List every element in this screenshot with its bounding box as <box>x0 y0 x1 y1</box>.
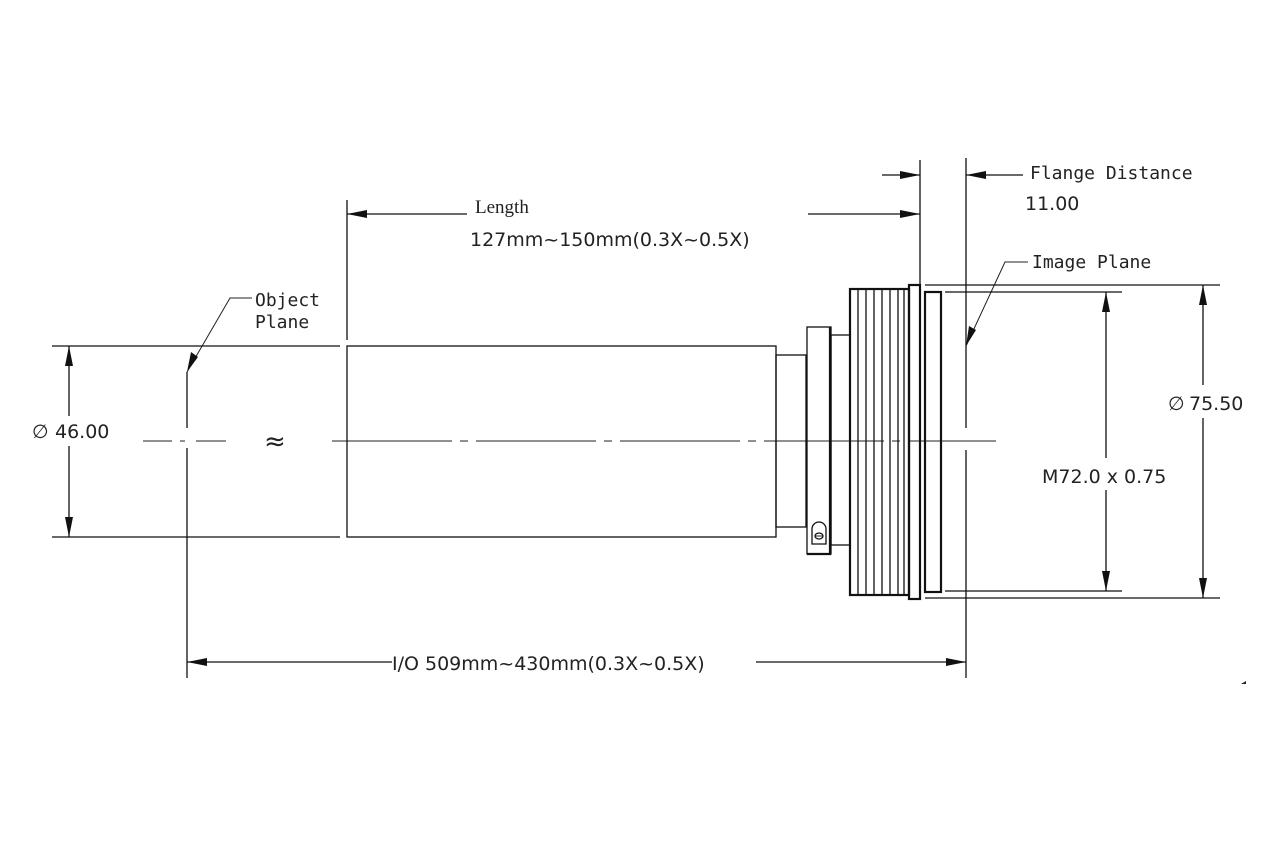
rear-ring <box>923 290 943 594</box>
object-plane: Object Plane <box>186 290 320 678</box>
thread-mount <box>848 283 943 601</box>
thread-spec-label: M72.0 x 0.75 <box>1042 466 1166 488</box>
lock-screw-icon <box>811 521 827 545</box>
arrow-right-icon <box>900 171 920 179</box>
io-distance-dimension: I/O 509mm~430mm(0.3X~0.5X) <box>187 653 966 675</box>
flange-ring <box>907 283 922 601</box>
diameter-46-dimension: ∅ 46.00 <box>32 345 340 538</box>
diameter-75-dimension: ∅ 75.50 <box>925 284 1243 599</box>
barrel-neck <box>775 354 807 528</box>
diameter-46-label: 46.00 <box>55 421 109 443</box>
arrow-right-icon <box>946 658 966 666</box>
leader-arrow-icon <box>187 352 198 372</box>
arrow-left-icon <box>187 658 207 666</box>
arrow-left-icon <box>347 210 367 218</box>
diameter-symbol: ∅ <box>1168 393 1185 415</box>
thread-dimension: M72.0 x 0.75 <box>945 291 1166 592</box>
stray-mark <box>1241 681 1246 684</box>
image-plane-label: Image Plane <box>1032 252 1151 273</box>
center-line: ≈ <box>143 427 996 457</box>
length-label: Length <box>475 197 529 218</box>
flange-distance-label: Flange Distance <box>1030 163 1193 184</box>
arrow-up-icon <box>1102 292 1110 312</box>
approx-symbol: ≈ <box>264 427 286 457</box>
lens-barrel <box>346 326 851 556</box>
thread-block <box>848 287 911 597</box>
arrow-down-icon <box>1199 578 1207 598</box>
arrow-left-icon <box>966 171 986 179</box>
length-dimension: Length 127mm~150mm(0.3X~0.5X) <box>346 160 921 340</box>
ring-step <box>830 334 851 546</box>
image-plane: Image Plane <box>965 158 1151 678</box>
image-plane-leader <box>965 261 1028 347</box>
arrow-up-icon <box>1199 285 1207 305</box>
arrow-down-icon <box>1102 571 1110 591</box>
diameter-symbol: ∅ <box>32 421 49 443</box>
object-plane-label-1: Object <box>255 290 320 311</box>
flange-distance-dimension: Flange Distance 11.00 <box>882 163 1193 215</box>
arrow-right-icon <box>900 210 920 218</box>
flange-distance-value: 11.00 <box>1025 193 1079 215</box>
arrow-down-icon <box>65 517 73 537</box>
io-distance-label: I/O 509mm~430mm(0.3X~0.5X) <box>392 653 705 675</box>
diameter-75-label: 75.50 <box>1189 393 1243 415</box>
leader-arrow-icon <box>966 326 976 346</box>
object-plane-leader <box>186 297 252 373</box>
length-value: 127mm~150mm(0.3X~0.5X) <box>470 229 750 251</box>
arrow-up-icon <box>65 346 73 366</box>
object-plane-label-2: Plane <box>255 312 309 333</box>
